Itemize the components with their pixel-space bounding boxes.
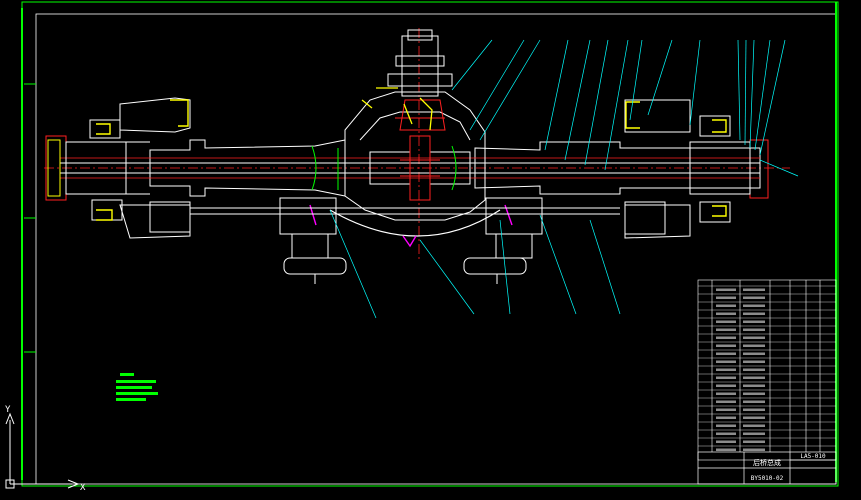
parts-list-row-text-mark bbox=[743, 312, 765, 315]
parts-list-row-text-mark bbox=[716, 328, 736, 331]
differential-green-parts bbox=[311, 145, 457, 191]
parts-list-row-text-mark bbox=[716, 320, 736, 323]
parts-list-row-text-mark bbox=[743, 360, 765, 363]
parts-list-row-text-mark bbox=[743, 344, 765, 347]
parts-list-row-text-mark bbox=[716, 440, 736, 443]
parts-list-row-text-mark bbox=[743, 448, 765, 451]
parts-list-row-text-mark bbox=[716, 352, 736, 355]
title-block bbox=[697, 451, 837, 485]
parts-list-row-text-mark bbox=[716, 448, 736, 451]
left-wheel-hub bbox=[45, 97, 191, 239]
parts-list-row-text-mark bbox=[743, 352, 765, 355]
parts-list-row-text-mark bbox=[716, 424, 736, 427]
parts-list-row-text-mark bbox=[743, 376, 765, 379]
parts-list-row-text-mark bbox=[716, 416, 736, 419]
ucs-y-label: Y bbox=[5, 405, 11, 415]
parts-list-row-text-mark bbox=[743, 432, 765, 435]
differential-housing bbox=[329, 29, 501, 237]
parts-list-row-text-mark bbox=[743, 320, 765, 323]
parts-list-row-text-mark bbox=[743, 424, 765, 427]
parts-list-row-text-mark bbox=[743, 400, 765, 403]
differential-gears-red bbox=[395, 99, 446, 201]
title-block-bottom-label: BY5010-02 bbox=[751, 475, 784, 482]
parts-list-row-text-mark bbox=[716, 336, 736, 339]
parts-list-row-text-mark bbox=[743, 296, 765, 299]
parts-list-row-text-mark bbox=[743, 384, 765, 387]
parts-list-row-text-mark bbox=[743, 368, 765, 371]
parts-list-row-text-mark bbox=[716, 400, 736, 403]
suspension-brackets bbox=[190, 197, 620, 284]
parts-list-row-text-mark bbox=[743, 440, 765, 443]
parts-list-row-text-mark bbox=[716, 288, 736, 291]
ucs-x-label: X bbox=[80, 483, 86, 493]
parts-list-row-text-mark bbox=[743, 408, 765, 411]
parts-list-row-text-mark bbox=[716, 312, 736, 315]
leader-lines bbox=[329, 39, 799, 319]
parts-list-row-text-mark bbox=[716, 296, 736, 299]
parts-list-row-text-mark bbox=[743, 304, 765, 307]
parts-list-row-text-mark bbox=[743, 328, 765, 331]
parts-list-row-text-mark bbox=[743, 288, 765, 291]
drawing-number: LA5-010 bbox=[800, 453, 826, 460]
parts-list-row-text-mark bbox=[716, 360, 736, 363]
right-wheel-hub bbox=[624, 99, 769, 239]
ucs-icon bbox=[5, 412, 80, 489]
differential-yellow-parts bbox=[361, 87, 433, 131]
parts-list-row-text-mark bbox=[743, 392, 765, 395]
parts-list-row-text-mark bbox=[716, 344, 736, 347]
parts-list-row-text-mark bbox=[743, 336, 765, 339]
technical-notes bbox=[116, 373, 158, 401]
parts-list-rows bbox=[698, 285, 836, 451]
parts-list-row-text-mark bbox=[716, 392, 736, 395]
drawing-title: 后桥总成 bbox=[753, 458, 781, 467]
parts-list-row-text-mark bbox=[743, 416, 765, 419]
left-hub-yellow-parts bbox=[96, 99, 189, 221]
parts-list-row-text-mark bbox=[716, 432, 736, 435]
parts-list-row-text-mark bbox=[716, 408, 736, 411]
drawing-frame bbox=[21, 1, 839, 487]
parts-list-row-text-mark bbox=[716, 304, 736, 307]
parts-list-row-text-mark bbox=[716, 384, 736, 387]
parts-list-row-text-mark bbox=[716, 376, 736, 379]
parts-list-row-text-mark bbox=[716, 368, 736, 371]
